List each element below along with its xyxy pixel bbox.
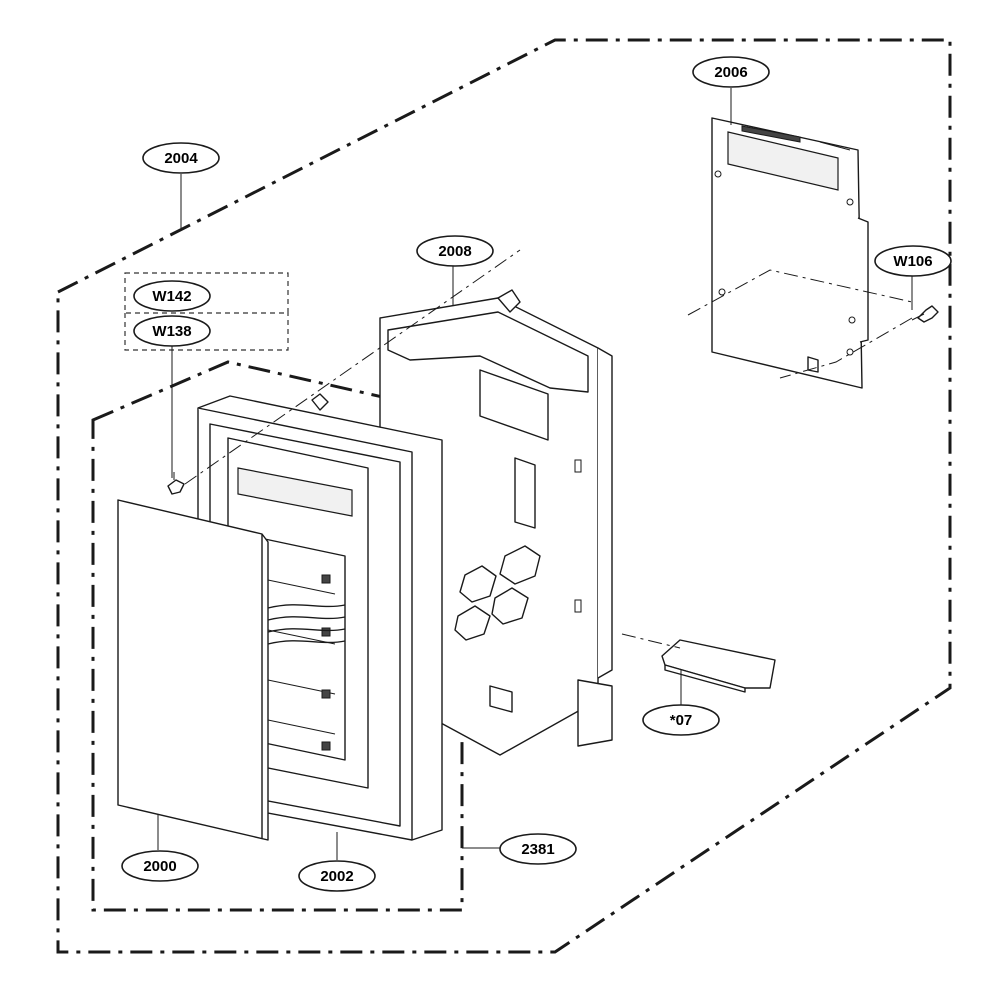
front-cover-2000 — [117, 499, 269, 841]
callout-label: 2008 — [438, 243, 471, 260]
screw-w106 — [911, 305, 939, 323]
callout-label: 2000 — [143, 858, 176, 875]
pad-alignment-line — [621, 633, 681, 649]
callout-label: W142 — [152, 288, 191, 305]
leader-lines — [157, 88, 913, 860]
callout-label: W106 — [893, 253, 932, 270]
pcb-mount-line — [779, 317, 913, 379]
callout-w106: W106 — [874, 245, 952, 277]
assembly-boundary-2004 — [56, 38, 952, 954]
callout-label: W138 — [152, 323, 191, 340]
callout-w138: W138 — [133, 315, 211, 347]
callout-label: *07 — [670, 712, 693, 729]
ribbon-cable — [267, 604, 346, 645]
callout-07: *07 — [642, 704, 720, 736]
callout-label: 2004 — [164, 150, 198, 167]
callout-2006: 2006 — [692, 56, 770, 88]
pad-07 — [661, 639, 776, 693]
pcb-mount-line — [687, 269, 913, 316]
callout-label: 2381 — [521, 841, 554, 858]
screw-box-w138 — [124, 313, 289, 351]
callout-2000: 2000 — [121, 850, 199, 882]
callout-w142: W142 — [133, 280, 211, 312]
screw-w138 — [167, 472, 185, 495]
callout-2381: 2381 — [499, 833, 577, 865]
callout-2002: 2002 — [298, 860, 376, 892]
screw-box-w142 — [124, 272, 289, 314]
callout-label: 2006 — [714, 64, 747, 81]
callout-2008: 2008 — [416, 235, 494, 267]
pcb-2006 — [711, 117, 869, 389]
callout-2004: 2004 — [142, 142, 220, 174]
callout-label: 2002 — [320, 868, 353, 885]
